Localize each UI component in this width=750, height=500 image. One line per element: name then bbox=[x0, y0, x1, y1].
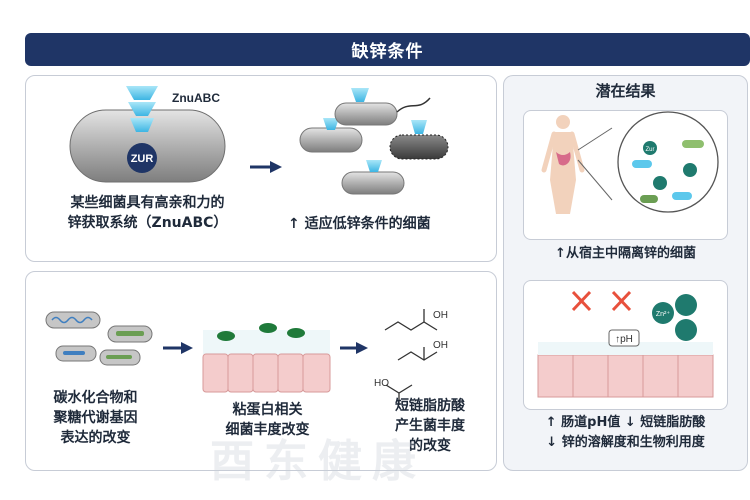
intestinal-epithelium bbox=[202, 323, 331, 393]
oh-label-2: OH bbox=[433, 340, 448, 351]
scfa-caption: 短链脂肪酸 产生菌丰度 的改变 bbox=[395, 398, 465, 454]
ph-epithelium-art bbox=[537, 290, 714, 398]
transporter-label: ZnuABC bbox=[172, 91, 220, 105]
zur-small-label: Zur bbox=[646, 147, 655, 153]
mucin-caption: 粘蛋白相关 细菌丰度改变 bbox=[225, 402, 310, 438]
outcomes-title: 潜在结果 bbox=[595, 82, 656, 100]
arrow-bottom-1 bbox=[163, 342, 193, 354]
acquisition-caption: 某些细菌具有高亲和力的 锌获取系统（ZnuABC） bbox=[67, 195, 228, 231]
adapted-bacteria-caption: ↑ 适应低锌条件的细菌 bbox=[288, 216, 431, 232]
metabolism-caption: 碳水化合物和 聚糖代谢基因 表达的改变 bbox=[53, 390, 138, 446]
title-banner: 缺锌条件 bbox=[25, 33, 750, 66]
outcome-caption: ↑ 肠道pH值 ↓ 短链脂肪酸 ↓ 锌的溶解度和生物利用度 bbox=[545, 415, 706, 450]
ph-label: ↑pH bbox=[615, 334, 633, 345]
ho-label: HO bbox=[374, 378, 389, 389]
metabolism-panel bbox=[25, 271, 497, 471]
scfa-molecules bbox=[384, 309, 438, 405]
bacteria-cluster bbox=[299, 88, 449, 195]
bacterium-large bbox=[69, 86, 226, 183]
metabolic-bacteria bbox=[45, 311, 153, 366]
zur-label: ZUR bbox=[131, 153, 154, 165]
zinc-label: Zn²⁺ bbox=[656, 311, 671, 318]
oh-label-1: OH bbox=[433, 310, 448, 321]
arrow-bottom-2 bbox=[340, 342, 368, 354]
sequestration-caption: ↑从宿主中隔离锌的细菌 bbox=[555, 246, 696, 261]
watermark: 酉东健康 bbox=[210, 436, 426, 487]
arrow-top bbox=[250, 161, 282, 173]
human-body bbox=[541, 115, 585, 214]
magnified-gut-microbiota bbox=[577, 111, 719, 213]
